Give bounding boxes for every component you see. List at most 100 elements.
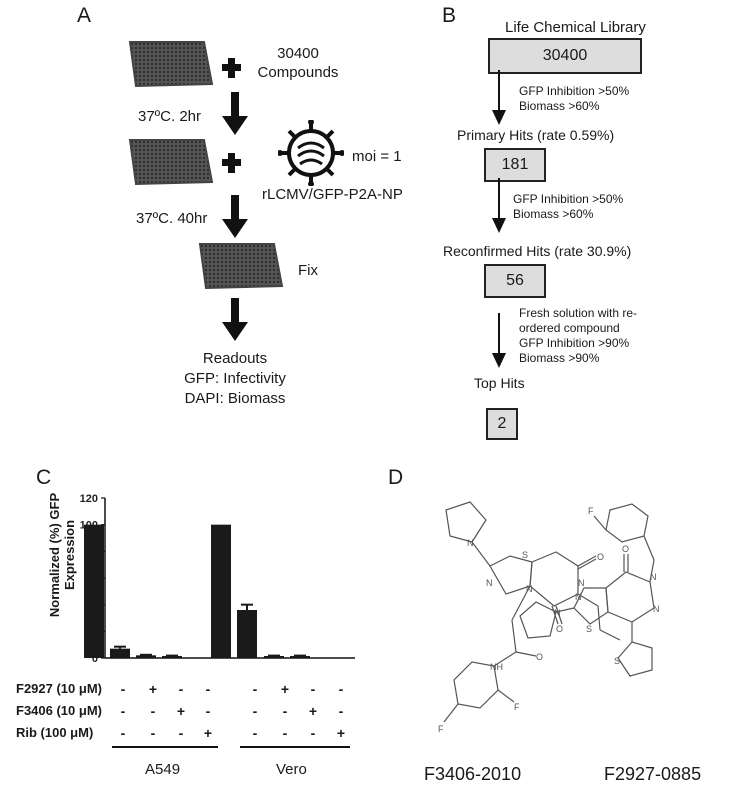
bar <box>110 648 130 658</box>
criteria-1-biomass: Biomass >60% <box>519 99 600 113</box>
group-label-vero: Vero <box>276 761 307 778</box>
treatment-sign: + <box>176 703 186 719</box>
arrow-b2-icon <box>492 178 506 233</box>
panel-d-letter: D <box>388 466 404 489</box>
virus-icon <box>278 120 344 186</box>
atom-nh: NH <box>490 662 503 672</box>
atom-f3: F <box>588 506 594 516</box>
thiazole-ring-2 <box>573 587 609 625</box>
treatment-sign: + <box>280 681 290 697</box>
pyrrolidine-ring-2 <box>519 601 557 639</box>
criteria-3-line2: ordered compound <box>519 321 620 335</box>
top-hits-count-box: 2 <box>486 408 518 440</box>
treatment-sign: + <box>308 703 318 719</box>
criteria-2: GFP Inhibition >50% Biomass >60% <box>513 192 623 222</box>
treatment-sign: - <box>310 681 316 697</box>
fluorophenyl-ring <box>605 503 649 543</box>
plus-icon-2 <box>222 153 241 173</box>
atom-n3: N <box>526 584 533 594</box>
down-arrow-1-icon <box>222 92 248 135</box>
treatment-sign: - <box>205 681 211 697</box>
treatment-sign: - <box>120 703 126 719</box>
treatment-sign: + <box>336 725 346 741</box>
group-label-a549: A549 <box>145 761 181 778</box>
treatment-sign: - <box>282 725 288 741</box>
compounds-text: Compounds <box>257 64 339 81</box>
atom-n7: N <box>578 578 585 588</box>
treatment-sign: - <box>120 681 126 697</box>
treatment-sign: - <box>252 703 258 719</box>
well-plate-1-icon <box>128 41 214 88</box>
treatment-sign: - <box>252 681 258 697</box>
fix-label: Fix <box>298 262 318 279</box>
atom-n1: N <box>467 538 474 548</box>
step1-temp: 37ºC. 2hr <box>138 108 202 125</box>
criteria-1-gfp: GFP Inhibition >50% <box>519 84 630 98</box>
pyrrolidine-ring-1 <box>445 501 487 543</box>
readouts-block: Readouts GFP: Infectivity DAPI: Biomass <box>150 349 320 409</box>
criteria-3-biomass: Biomass >90% <box>519 351 600 365</box>
panel-a-letter: A <box>77 4 92 27</box>
treatment-sign: - <box>178 681 184 697</box>
well-plate-3-icon <box>198 243 284 290</box>
gfp-expression-chart: 020406080100120 <box>80 493 355 665</box>
compound1-label: F3406-2010 <box>424 764 522 784</box>
thiophene-ring <box>617 641 653 677</box>
atom-s2: S <box>586 624 592 634</box>
compound2-label: F2927-0885 <box>604 764 702 784</box>
arrow-b3-icon <box>492 313 506 368</box>
treatment-sign: - <box>310 725 316 741</box>
compounds-count: 30400 <box>277 45 319 62</box>
primary-title: Primary Hits (rate 0.59%) <box>457 127 615 143</box>
panel-c-letter: C <box>36 466 52 489</box>
y-tick-label: 120 <box>80 493 98 505</box>
chemical-structures: N S N O O N N O NH F F F O N N N S N S <box>438 501 660 734</box>
criteria-2-biomass: Biomass >60% <box>513 207 594 221</box>
treatment-sign: - <box>338 681 344 697</box>
atom-n4: N <box>575 592 582 602</box>
bar <box>136 655 156 658</box>
y-tick-label: 0 <box>92 653 98 665</box>
moi-label: moi = 1 <box>352 148 402 165</box>
treatment-label-f2927: F2927 (10 μM) <box>16 681 102 696</box>
atom-n6: N <box>653 604 660 614</box>
bar <box>237 610 257 658</box>
readout-dapi: DAPI: Biomass <box>184 390 286 407</box>
bar <box>84 524 104 658</box>
treatment-sign: - <box>120 725 126 741</box>
reconfirmed-count-box: 56 <box>484 264 546 298</box>
criteria-3-gfp: GFP Inhibition >90% <box>519 336 630 350</box>
bar <box>211 524 231 658</box>
criteria-3-line1: Fresh solution with re- <box>519 306 638 320</box>
bar <box>290 656 310 658</box>
atom-o1: O <box>597 552 604 562</box>
bar <box>162 656 182 658</box>
atom-o2: O <box>556 624 563 634</box>
down-arrow-2-icon <box>222 195 248 238</box>
pyridazinone-ring <box>605 571 655 623</box>
virus-label: rLCMV/GFP-P2A-NP <box>262 186 403 203</box>
well-plate-2-icon <box>128 139 214 186</box>
top-hits-title: Top Hits <box>474 375 525 391</box>
treatment-label-f3406: F3406 (10 μM) <box>16 703 102 718</box>
atom-o4: O <box>622 544 629 554</box>
treatment-sign: - <box>282 703 288 719</box>
treatment-sign: - <box>150 703 156 719</box>
atom-n2: N <box>486 578 493 588</box>
readout-gfp: GFP: Infectivity <box>184 370 286 387</box>
criteria-3: Fresh solution with re- ordered compound… <box>519 306 637 366</box>
down-arrow-3-icon <box>222 298 248 341</box>
criteria-1: GFP Inhibition >50% Biomass >60% <box>519 84 629 114</box>
primary-count-box: 181 <box>484 148 546 182</box>
panel-b-letter: B <box>442 4 457 27</box>
treatment-sign: + <box>203 725 213 741</box>
atom-s1: S <box>522 550 528 560</box>
plus-icon-1 <box>222 58 241 78</box>
treatment-label-rib: Rib (100 μM) <box>16 725 94 740</box>
atom-n5: N <box>650 572 657 582</box>
compounds-label: 30400 Compounds <box>252 44 344 82</box>
library-title: Life Chemical Library <box>505 19 646 36</box>
atom-f1: F <box>438 724 444 734</box>
treatment-sign: - <box>178 725 184 741</box>
atom-nh-n: N <box>490 662 497 672</box>
